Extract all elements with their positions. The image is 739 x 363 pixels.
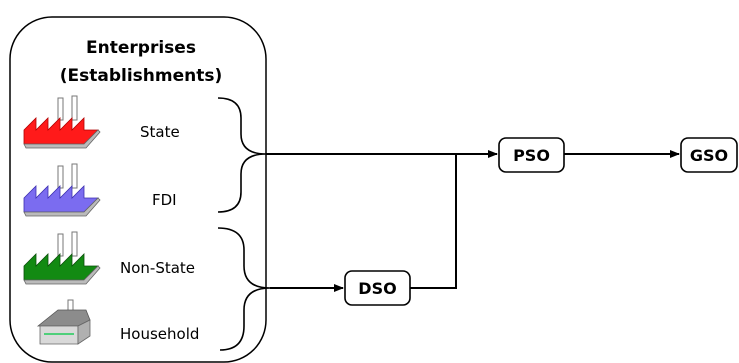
container-title-line1: Enterprises [86, 38, 196, 58]
connector-dso-to-pso [410, 154, 456, 288]
enterprise-label-household: Household [120, 325, 199, 343]
enterprise-label-non-state: Non-State [120, 259, 195, 277]
enterprise-label-fdi: FDI [152, 191, 177, 209]
pso-node-label: PSO [513, 146, 550, 165]
dso-node-label: DSO [358, 279, 396, 298]
gso-node-label: GSO [690, 146, 728, 165]
enterprise-label-state: State [140, 123, 180, 141]
container-title-line2: (Establishments) [60, 66, 223, 86]
